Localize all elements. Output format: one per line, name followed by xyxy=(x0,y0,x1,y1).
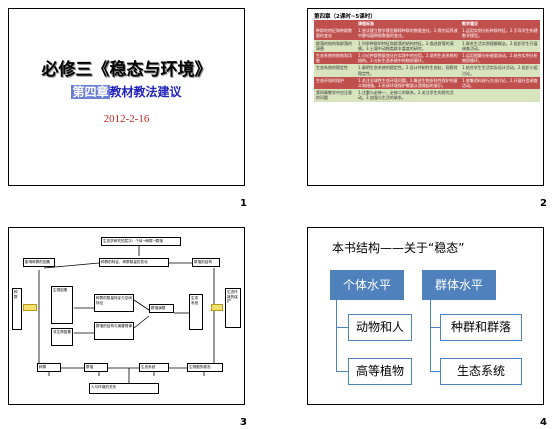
table-row: 种群的特征和种群数量的变化 1.尝试建立数学模型解释种群的数量变化。2.探究培养… xyxy=(314,27,540,40)
table-header-cell xyxy=(314,20,356,28)
flow-box-succession: 群落演替 xyxy=(149,304,174,313)
table-cell xyxy=(460,89,540,102)
table-cell: 生态环境的保护 xyxy=(314,76,356,90)
connector-line-left xyxy=(336,300,337,372)
subtitle-rest: 教材教法建议 xyxy=(109,85,182,99)
table-cell: 1.关注全球性生态环境问题。2.概述生物多样性保护的意义和措施。3.形成环境保护… xyxy=(356,76,460,90)
table-row: 第四章教学中应注意的问题 1.注重与必修一、必修二的联系。2.关注学生的探究活动… xyxy=(314,89,540,102)
level-head-population: 群体水平 xyxy=(422,270,496,300)
table-header-cell: 课程标准 xyxy=(356,20,460,28)
table-row: 生态系统的结构和功能 1.讨论种群数量变化在实践中的应用。2.说明生态系统的结构… xyxy=(314,52,540,65)
table-row: 生态环境的保护 1.关注全球性生态环境问题。2.概述生物多样性保护的意义和措施。… xyxy=(314,76,540,90)
flow-box-factors: 影响种群的因素 xyxy=(23,258,55,267)
yellow-arrow-right xyxy=(211,304,223,311)
slide-1-date: 2012-2-16 xyxy=(103,113,150,125)
item-animals-humans: 动物和人 xyxy=(348,314,412,341)
table-header-row: 课程标准 教学建议 xyxy=(314,20,540,28)
table-cell: 1.结合学生生活实际设计活动。2.组织小组讨论。 xyxy=(460,64,540,77)
slide-3-thumbnail[interactable]: 生态学研究的层次：个体→种群→群落 影响种群的因素 种群的特征、种群数量的变化 … xyxy=(8,227,245,405)
subtitle-highlight: 第四章 xyxy=(71,85,110,99)
table-cell: 1.阐明生态系统的稳定性。2.设计并制作生态缸，观察其稳定性。 xyxy=(356,64,460,77)
flow-box-population-traits: 种群的特征、种群数量的变化 xyxy=(99,258,169,267)
table-row: 群落的结构和群落的演替 1.列举种群的特征和群落的结构特征。2.描述群落的演替。… xyxy=(314,39,540,53)
flow-box-bottom-4: 生物圈的稳态 xyxy=(187,363,223,372)
flow-box-bottom-2: 群落 xyxy=(84,363,108,372)
slide-1-thumbnail[interactable]: 必修三《稳态与环境》 第四章教材教法建议 2012-2-16 xyxy=(8,8,245,186)
connector-line-right-1 xyxy=(430,327,440,328)
table-cell: 1.收集资料进行交流讨论。2.开展社会调查活动。 xyxy=(460,76,540,90)
table-cell: 1.运用实例分析种群特征。2.引导学生构建数学模型。 xyxy=(460,27,540,40)
flow-box-bottom-3: 生态系统 xyxy=(139,363,169,372)
slide-number-3: 3 xyxy=(240,417,247,428)
connector-line-left-1 xyxy=(336,327,348,328)
flow-box-bottom-main: 人与环境的关系 xyxy=(89,383,159,394)
table-cell: 生态系统的结构和功能 xyxy=(314,52,356,65)
table-cell: 1.讨论种群数量变化在实践中的应用。2.说明生态系统的结构。3.分析生态系统中的… xyxy=(356,52,460,65)
table-cell: 1.运用图解分析能量流动。2.结合实例分析物质循环。 xyxy=(460,52,540,65)
item-higher-plants: 高等植物 xyxy=(348,358,412,385)
connector-line-right-2 xyxy=(430,371,440,372)
item-ecosystem: 生态系统 xyxy=(440,358,522,385)
slide-2-title: 第四章（2课时~5课时） xyxy=(314,14,376,20)
table-cell: 种群的特征和种群数量的变化 xyxy=(314,27,356,40)
slide-2-table: 课程标准 教学建议 种群的特征和种群数量的变化 1.尝试建立数学模型解释种群的数… xyxy=(314,20,540,102)
slide-4-thumbnail[interactable]: 本书结构——关于“稳态” 个体水平 群体水平 动物和人 高等植物 种群和群落 生… xyxy=(307,227,544,405)
table-cell: 群落的结构和群落的演替 xyxy=(314,39,356,53)
connector-line-left-2 xyxy=(336,371,348,372)
slide-1-subtitle: 第四章教材教法建议 xyxy=(9,83,244,100)
slide-number-4: 4 xyxy=(540,417,547,428)
flow-box-biotic: 生物因素 xyxy=(51,286,73,324)
flow-box-community-structure: 群落的结构 xyxy=(192,258,220,267)
table-cell: 1.联系生活实例理解概念。2.组织学生开展调查活动。 xyxy=(460,39,540,53)
slide-1-title: 必修三《稳态与环境》 xyxy=(41,60,212,80)
flow-box-ecosystem-vertical: 生态系统 xyxy=(189,294,203,330)
level-head-individual: 个体水平 xyxy=(330,270,404,300)
flow-box-population-vertical: 种群 xyxy=(12,288,22,330)
flow-box-top: 生态学研究的层次：个体→种群→群落 xyxy=(101,237,181,246)
connector-line-right xyxy=(430,300,431,372)
slide-2-thumbnail[interactable]: 第四章（2课时~5课时） 课程标准 教学建议 种群的特征和种群数量的变化 1.尝… xyxy=(307,8,544,186)
slide-number-1: 1 xyxy=(240,198,247,209)
table-cell: 1.注重与必修一、必修二的联系。2.关注学生的探究活动。3.加强与生活的联系。 xyxy=(356,89,460,102)
flow-box-abiotic: 非生物因素 xyxy=(51,328,73,346)
slide-4-title: 本书结构——关于“稳态” xyxy=(332,241,465,255)
flow-box-center-1: 种群的数量特征与空间特征 xyxy=(94,294,134,312)
flowchart-connectors xyxy=(38,245,215,383)
table-header-cell: 教学建议 xyxy=(460,20,540,28)
table-row: 生态系统的稳定性 1.阐明生态系统的稳定性。2.设计并制作生态缸，观察其稳定性。… xyxy=(314,64,540,77)
flow-box-bottom-1: 种群 xyxy=(37,363,61,372)
flow-box-protection: 生态环境的保护 xyxy=(225,288,241,328)
yellow-arrow-left xyxy=(23,304,37,311)
flow-box-center-2: 群落的结构与演替规律 xyxy=(94,322,134,340)
table-cell: 1.尝试建立数学模型解释种群的数量变化。2.探究培养液中酵母菌种群数量的变化。 xyxy=(356,27,460,40)
table-cell: 生态系统的稳定性 xyxy=(314,64,356,77)
table-cell: 第四章教学中应注意的问题 xyxy=(314,89,356,102)
table-cell: 1.列举种群的特征和群落的结构特征。2.描述群落的演替。3.土壤中动物类群丰富度… xyxy=(356,39,460,53)
slide-number-2: 2 xyxy=(540,198,547,209)
item-population-community: 种群和群落 xyxy=(440,314,522,341)
